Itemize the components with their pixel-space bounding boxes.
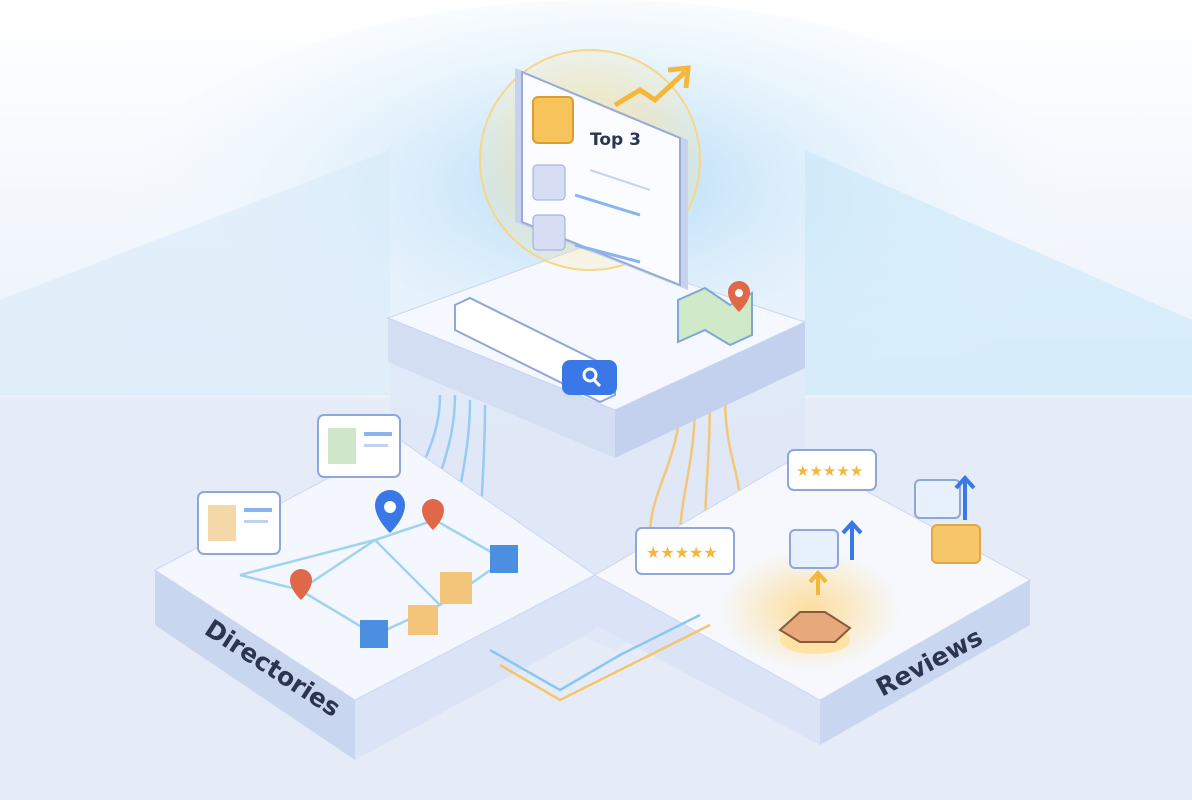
location-pin-icon	[290, 490, 444, 600]
profile-card-icon	[197, 414, 401, 555]
handshake-icon	[778, 611, 852, 654]
trend-arrow-icon	[613, 65, 691, 108]
svg-text:★★★★★: ★★★★★	[796, 462, 863, 480]
light-beam-right	[805, 150, 1192, 395]
map-icon	[677, 281, 753, 347]
search-icon	[582, 367, 602, 388]
data-lines-bottom	[489, 613, 711, 702]
directories-platform: Directories	[154, 439, 596, 760]
ranking-card: Top 3	[515, 68, 688, 290]
arrow-up-icon	[808, 475, 976, 595]
review-bubble-icon	[789, 479, 981, 569]
card-title: Top 3	[590, 130, 641, 150]
gold-glow	[720, 550, 900, 670]
light-beam-left	[0, 150, 390, 395]
svg-text:★★★★★: ★★★★★	[646, 543, 718, 562]
cube-icon	[360, 545, 518, 648]
star-rating-icon: ★★★★★ ★★★★★	[635, 449, 877, 575]
search-platform	[386, 247, 807, 458]
search-input	[454, 296, 617, 404]
